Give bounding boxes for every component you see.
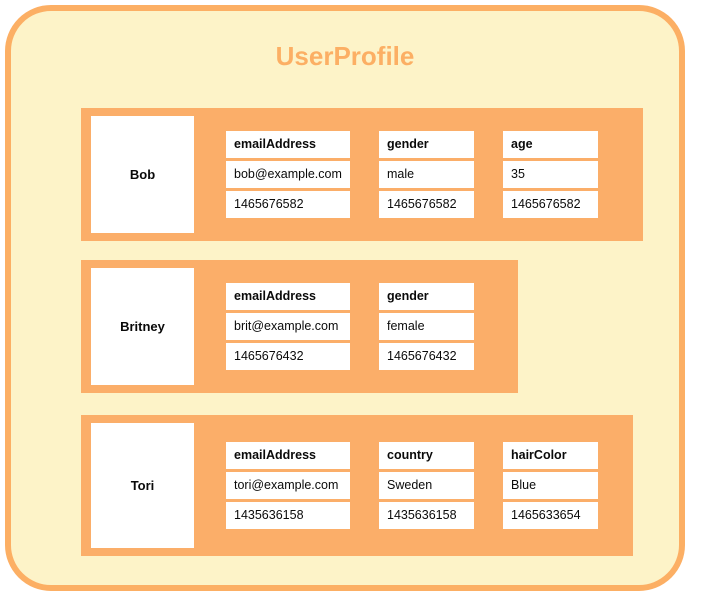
field-column: emailAddress bob@example.com 1465676582 [226,131,350,218]
record-fields: emailAddress brit@example.com 1465676432… [226,260,518,393]
record-name: Britney [91,268,194,385]
field-key: age [503,131,598,158]
field-timestamp: 1435636158 [226,502,350,529]
field-timestamp: 1465676582 [379,191,474,218]
field-value: female [379,313,474,340]
field-key: gender [379,283,474,310]
field-value: 35 [503,161,598,188]
record-row: Bob emailAddress bob@example.com 1465676… [81,108,643,241]
field-column: hairColor Blue 1465633654 [503,442,598,529]
field-column: emailAddress brit@example.com 1465676432 [226,283,350,370]
field-timestamp: 1435636158 [379,502,474,529]
field-key: gender [379,131,474,158]
field-value: male [379,161,474,188]
field-key: country [379,442,474,469]
field-value: tori@example.com [226,472,350,499]
field-key: hairColor [503,442,598,469]
field-value: bob@example.com [226,161,350,188]
field-timestamp: 1465676582 [226,191,350,218]
field-key: emailAddress [226,131,350,158]
field-timestamp: 1465633654 [503,502,598,529]
record-fields: emailAddress tori@example.com 1435636158… [226,415,633,556]
field-timestamp: 1465676432 [226,343,350,370]
record-name: Bob [91,116,194,233]
record-fields: emailAddress bob@example.com 1465676582 … [226,108,643,241]
field-value: Sweden [379,472,474,499]
field-key: emailAddress [226,283,350,310]
field-column: gender female 1465676432 [379,283,474,370]
field-timestamp: 1465676582 [503,191,598,218]
userprofile-container: UserProfile Bob emailAddress bob@example… [5,5,685,591]
field-column: country Sweden 1435636158 [379,442,474,529]
field-timestamp: 1465676432 [379,343,474,370]
page-title: UserProfile [275,41,415,71]
field-column: age 35 1465676582 [503,131,598,218]
record-row: Tori emailAddress tori@example.com 14356… [81,415,633,556]
field-key: emailAddress [226,442,350,469]
field-value: brit@example.com [226,313,350,340]
field-column: gender male 1465676582 [379,131,474,218]
field-column: emailAddress tori@example.com 1435636158 [226,442,350,529]
record-name: Tori [91,423,194,548]
field-value: Blue [503,472,598,499]
record-row: Britney emailAddress brit@example.com 14… [81,260,518,393]
